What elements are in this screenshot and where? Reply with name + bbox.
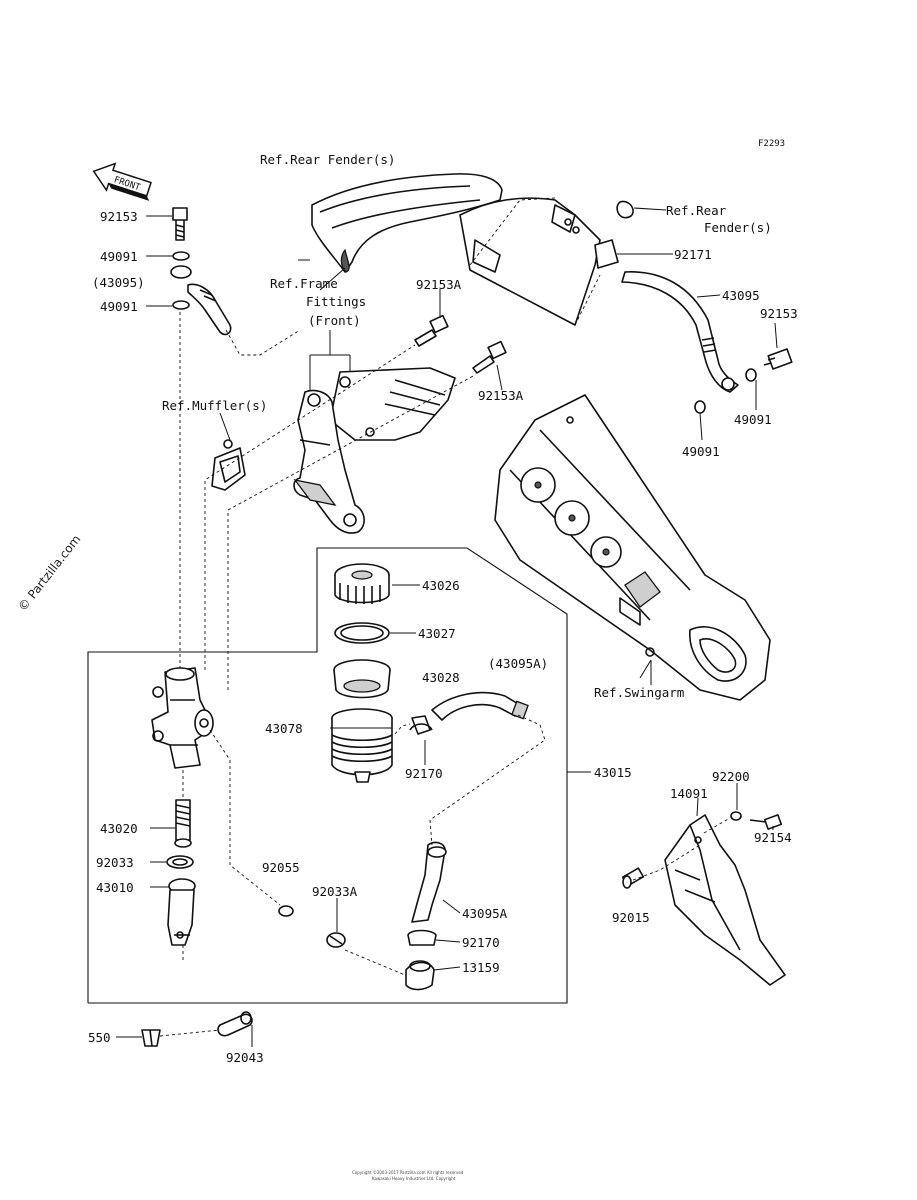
label-ref-frame-3: (Front) [308,313,361,328]
frame-fitting-bracket-shape [329,367,456,441]
clevis-pin-shape [217,1011,253,1037]
label-92170-top: 92170 [405,766,443,781]
label-43027: 43027 [418,626,456,641]
left-hose-parts [170,207,232,336]
label-92033: 92033 [96,855,134,870]
label-49091-right-b: 49091 [682,444,720,459]
label-92055: 92055 [262,860,300,875]
clip-92033a-shape [326,932,346,948]
label-ref-swingarm: Ref.Swingarm [594,685,684,700]
label-92033a: 92033A [312,884,358,899]
label-43078: 43078 [265,721,303,736]
label-92153a-mid: 92153A [478,388,524,403]
label-ref-frame-1: Ref.Frame [270,276,338,291]
label-92154: 92154 [754,830,792,845]
reservoir-tank-shape [331,708,393,783]
label-49091-right-a: 49091 [734,412,772,427]
label-92153a-top: 92153A [416,277,462,292]
label-ref-rear-fender-1: Ref.Rear Fender(s) [260,152,395,167]
push-rod-shape [167,878,196,946]
label-43095-left: (43095) [92,275,145,290]
label-92200: 92200 [712,769,750,784]
label-ref-muffler: Ref.Muffler(s) [162,398,267,413]
reservoir-cap-shape [334,563,390,604]
brake-pedal-shape [293,389,365,534]
label-43095a-top: (43095A) [488,656,548,671]
bolts-92153a [414,314,507,374]
piston-spring-shape [174,799,192,848]
label-92170-bot: 92170 [462,935,500,950]
part-labels: F2293 Ref.Rear Fender(s) Ref.Rear Fender… [88,139,798,1065]
label-13159: 13159 [462,960,500,975]
label-92015: 92015 [612,910,650,925]
label-92171: 92171 [674,247,712,262]
figure-code: F2293 [758,139,785,149]
heel-guard-shape [621,811,786,986]
label-14091: 14091 [670,786,708,801]
leader-lines [116,207,778,1047]
footer-line-2: Kawasaki Heavy Industries Ltd. Copyright [372,1176,456,1181]
reservoir-hose-shape [405,691,529,991]
watermark-text: © Partzilla.com [15,532,83,614]
rear-fender-shape [311,173,503,273]
dashed-connection-lines [159,197,731,1037]
label-92043: 92043 [226,1050,264,1065]
cotter-pin-shape [141,1029,161,1047]
diaphragm-shape [333,659,391,699]
oring-92033-shape [166,855,194,869]
label-43010: 43010 [96,880,134,895]
master-cylinder-body-shape [151,667,214,769]
label-49091-left-bot: 49091 [100,299,138,314]
rear-frame-bracket-shape [459,197,601,326]
label-43020: 43020 [100,821,138,836]
front-arrow-icon: FRONT [92,162,152,201]
master-cylinder-assembly-box [87,547,568,1004]
label-ref-rear-2b: Fender(s) [704,220,772,235]
swingarm-shape [494,394,771,701]
label-550: 550 [88,1030,111,1045]
label-43026: 43026 [422,578,460,593]
label-43095-right: 43095 [722,288,760,303]
label-43028: 43028 [422,670,460,685]
label-43095a: 43095A [462,906,508,921]
label-49091-left-top: 49091 [100,249,138,264]
label-ref-frame-2: Fittings [306,294,366,309]
footer-line-1: Copyright ©2003-2017 Partzilla.com All r… [352,1170,464,1175]
oring-92055-shape [278,905,294,917]
label-ref-rear-2a: Ref.Rear [666,203,727,218]
muffler-bracket-shape [211,439,246,491]
label-92153-right: 92153 [760,306,798,321]
label-92153-left: 92153 [100,209,138,224]
label-43015: 43015 [594,765,632,780]
